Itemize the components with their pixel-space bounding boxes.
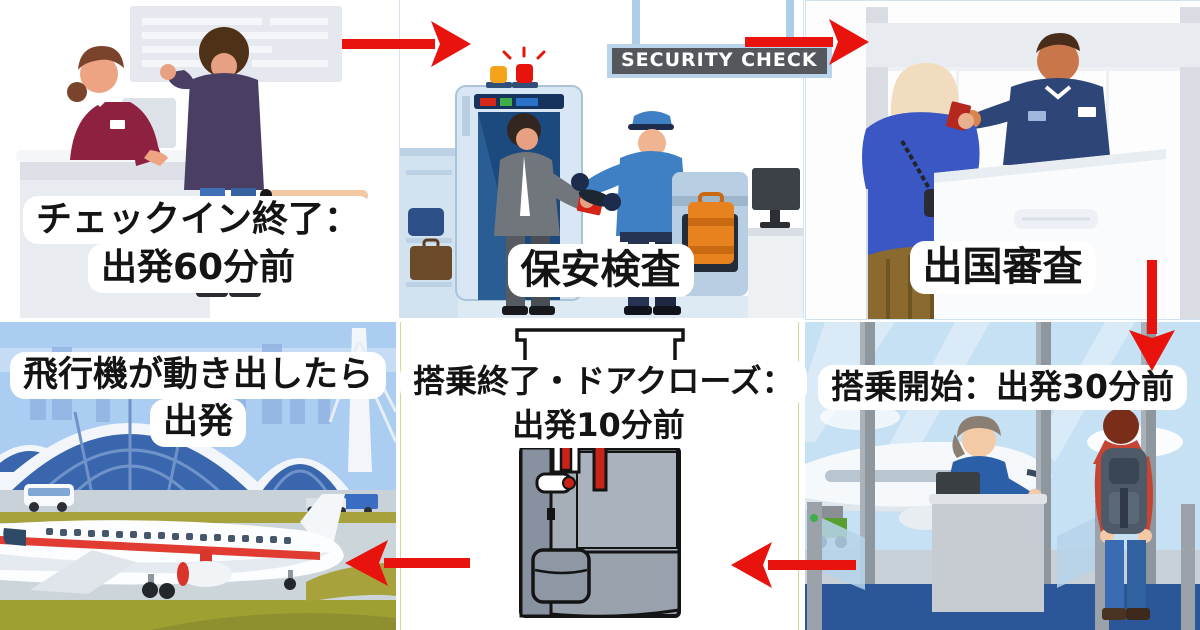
checkin-agent <box>67 46 168 166</box>
caption-boarding-start: 搭乗開始：出発30分前 <box>805 365 1200 410</box>
baggage-shelf <box>400 148 458 318</box>
caption-check-in-line1: チェックイン終了： <box>22 196 373 245</box>
security-check-sign: SECURITY CHECK <box>607 44 832 78</box>
aircraft-door <box>519 432 681 618</box>
gate-counter-agent <box>929 416 1047 612</box>
check-in-illustration <box>0 0 396 318</box>
caption-door-close-line2: 出発10分前 <box>499 403 698 448</box>
caption-departure-line2: 出発 <box>149 399 246 447</box>
caption-door-close: 搭乗終了・ドアクローズ： 出発10分前 <box>400 360 807 448</box>
backpack-passenger <box>1093 408 1153 620</box>
airport-bus <box>24 484 74 512</box>
security-check-sign-label: SECURITY CHECK <box>612 48 827 74</box>
caption-check-in: チェックイン終了： 出発60分前 <box>0 196 396 293</box>
service-road <box>0 490 396 512</box>
caption-boarding-start-line1: 搭乗開始：出発30分前 <box>818 365 1187 410</box>
caption-immigration: 出国審査 <box>805 241 1200 295</box>
operator-desk-monitor <box>748 168 803 318</box>
sign-posts <box>632 0 794 48</box>
caption-door-close-line1: 搭乗終了・ドアクローズ： <box>400 360 807 404</box>
caption-immigration-line1: 出国審査 <box>909 241 1096 295</box>
departing-airplane <box>0 494 345 599</box>
caption-departure-line1: 飛行機が動き出したら <box>9 352 386 400</box>
caption-security-check-line1: 保安検査 <box>507 244 694 298</box>
panel-check-in <box>0 0 396 318</box>
caption-check-in-line2: 出発60分前 <box>87 244 309 293</box>
caption-security-check: 保安検査 <box>399 244 802 298</box>
terminal-buildings <box>0 384 352 496</box>
immigration-officer <box>963 33 1111 165</box>
caption-departure: 飛行機が動き出したら 出発 <box>0 352 396 447</box>
